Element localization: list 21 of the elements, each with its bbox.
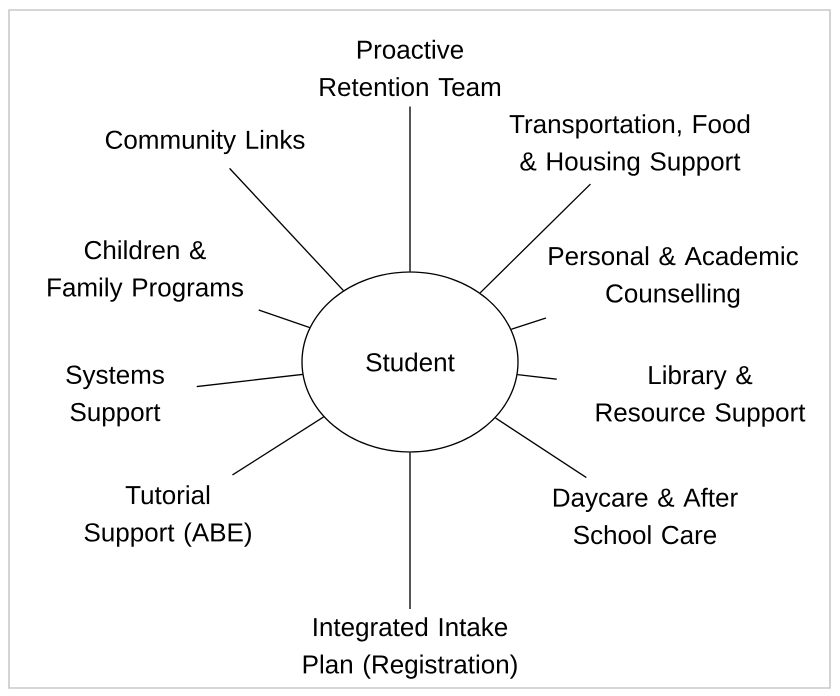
node-label: Integrated Intake Plan (Registration) [304, 617, 517, 679]
node-label: Daycare & After School Care [554, 488, 738, 544]
connector-line [409, 106, 411, 272]
connector-line [518, 374, 557, 380]
connector-line [480, 184, 591, 294]
connector-line [229, 168, 344, 291]
node-label: Community Links [106, 130, 304, 154]
connector-line [232, 416, 324, 476]
connector-line [196, 374, 302, 388]
connector-line [495, 417, 587, 478]
node-label: Children & Family Programs [48, 240, 243, 302]
connector-line [511, 317, 546, 330]
ellipse-node: Student [301, 271, 519, 453]
node-label: Transportation, Food & Housing Support [510, 114, 750, 176]
connector-line [258, 309, 310, 328]
node-label: Personal & Academic Counselling [549, 246, 798, 308]
node-label: Tutorial Support (ABE) [84, 485, 251, 547]
node-label: Proactive Retention Team [320, 40, 500, 96]
node-label: Library & Resource Support [596, 365, 806, 427]
connector-line [409, 452, 411, 609]
node-label: Systems Support [66, 366, 164, 426]
